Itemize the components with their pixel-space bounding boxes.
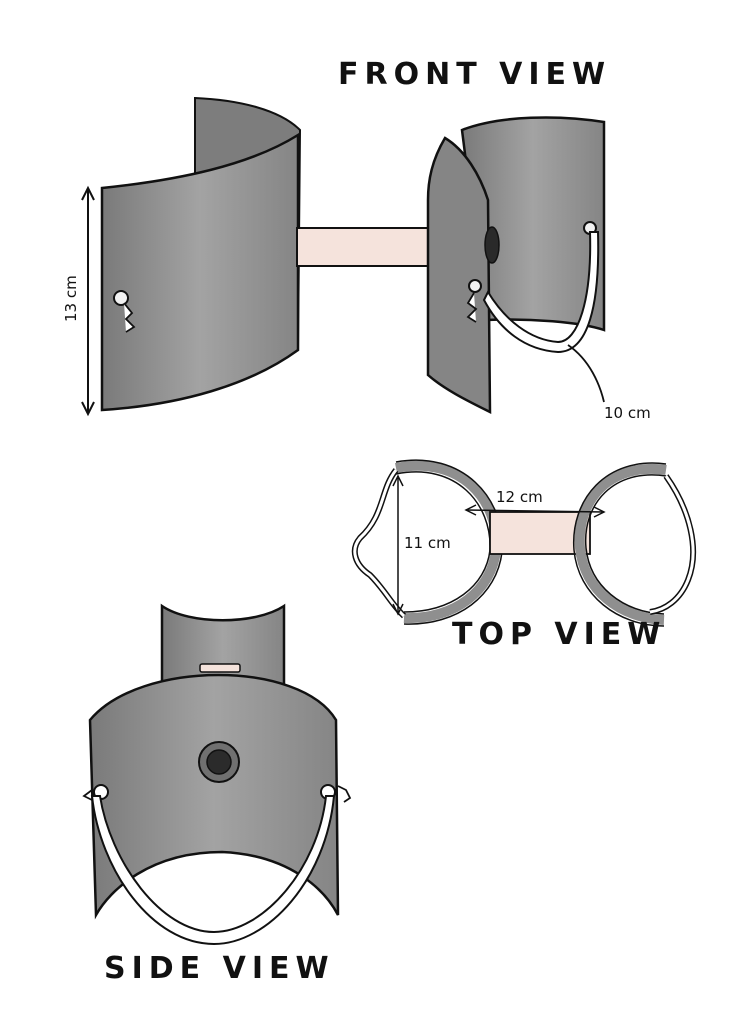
right-cuff-back <box>460 116 606 332</box>
left-lace-knot <box>123 302 136 333</box>
strap-length-label: 10 cm <box>604 404 651 422</box>
front-strap <box>482 231 600 354</box>
diameter-label: 11 cm <box>404 534 451 552</box>
top-left-strap <box>351 468 407 619</box>
left-cuff-front <box>100 132 300 412</box>
strap-leader-line <box>567 344 605 403</box>
right-cuff-button <box>484 226 500 264</box>
side-view-title: SIDE VIEW <box>104 951 335 986</box>
height-dimension <box>81 185 95 417</box>
bar-dimension <box>464 504 606 518</box>
connecting-bar <box>296 227 432 267</box>
height-label: 13 cm <box>62 275 80 322</box>
right-lace-knot <box>466 292 478 323</box>
side-lace-right <box>337 785 352 803</box>
side-bar <box>199 663 241 673</box>
top-right-ring <box>574 463 667 625</box>
top-view-title: TOP VIEW <box>452 617 666 652</box>
side-strap <box>90 795 336 946</box>
left-eyelet <box>113 290 129 306</box>
top-right-strap <box>649 474 697 615</box>
side-front-shell <box>88 673 340 920</box>
diameter-dimension <box>392 474 404 616</box>
side-button-inner <box>206 749 232 775</box>
front-view-title: FRONT VIEW <box>338 57 611 92</box>
side-lace-left <box>82 789 93 801</box>
right-eyelet-left <box>468 279 482 293</box>
bar-length-label: 12 cm <box>496 488 543 506</box>
right-cuff-front <box>426 136 492 415</box>
side-back-shell <box>160 603 286 692</box>
